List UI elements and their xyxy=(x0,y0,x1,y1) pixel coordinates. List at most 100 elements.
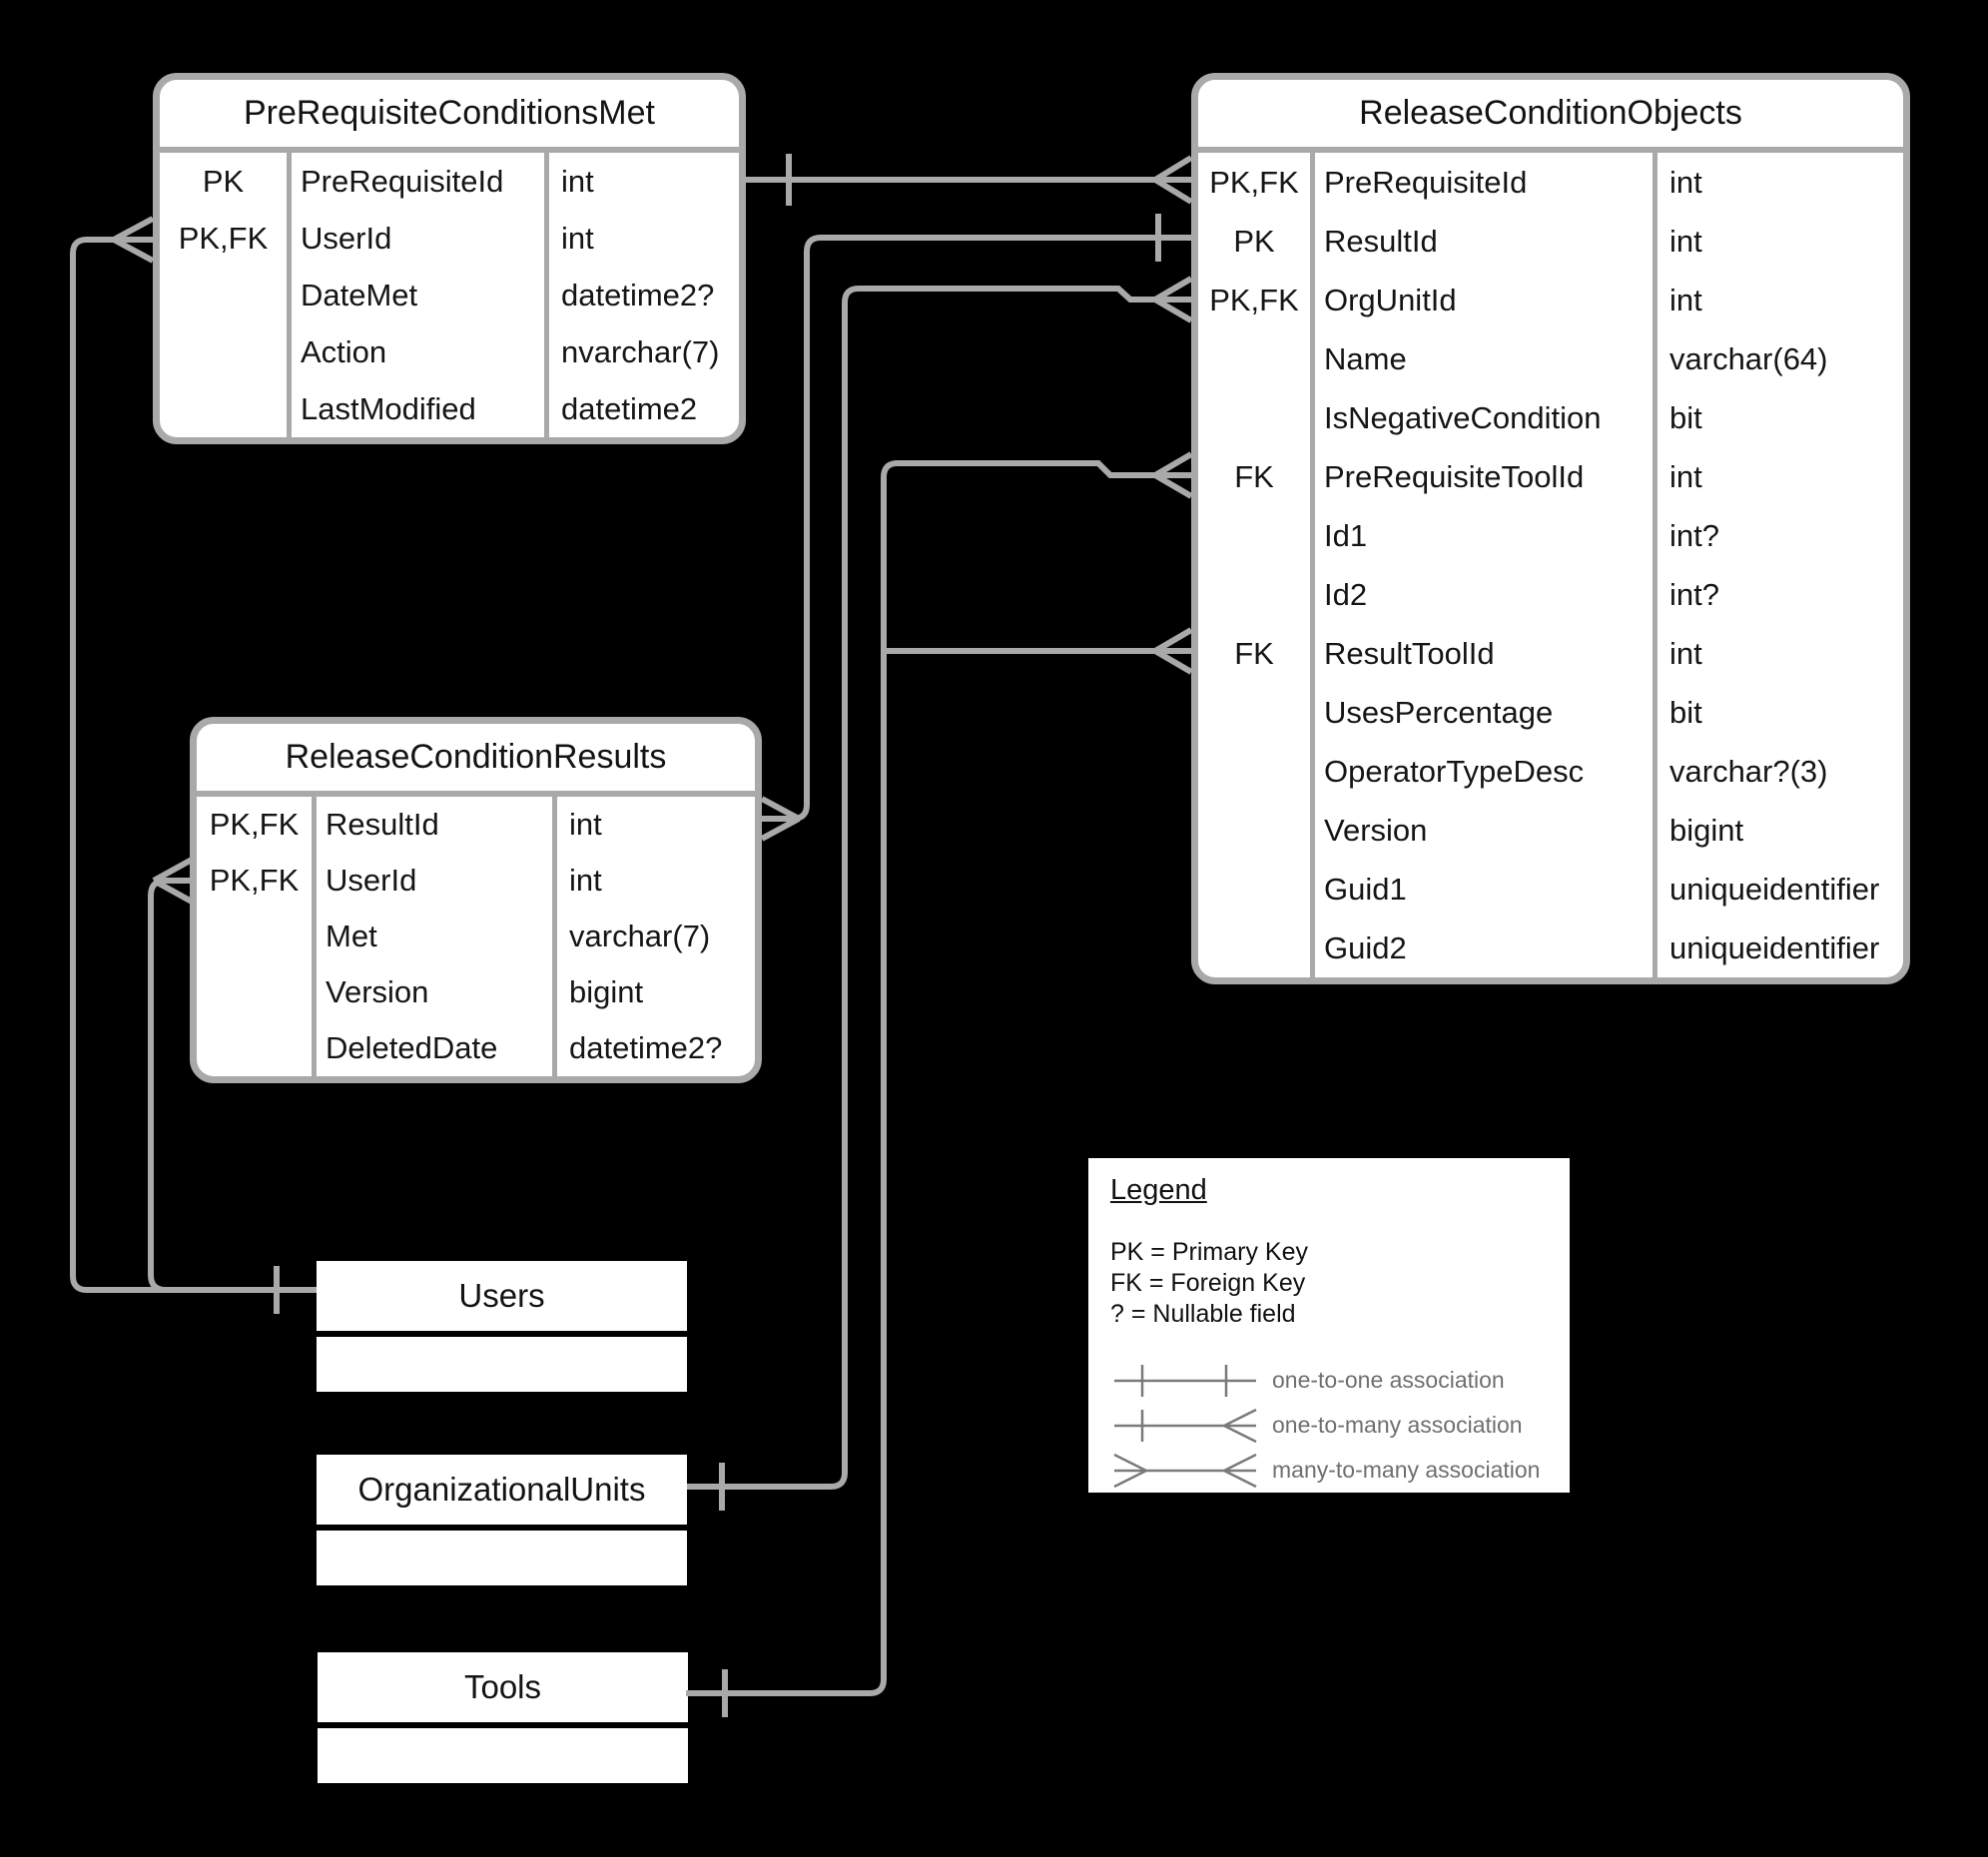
key-cell xyxy=(1198,919,1310,977)
field-name-cell: DateMet xyxy=(301,278,418,312)
field-type-cell: int? xyxy=(1669,577,1719,612)
one-to-one-icon xyxy=(1114,1364,1256,1397)
legend-association-label: many-to-many association xyxy=(1272,1457,1541,1483)
legend-abbreviation: FK = Foreign Key xyxy=(1110,1269,1306,1297)
field-type-cell: bigint xyxy=(569,974,644,1009)
key-cell: PK,FK xyxy=(1209,165,1299,200)
legend-abbreviation: ? = Nullable field xyxy=(1110,1300,1296,1328)
field-type-cell: uniqueidentifier xyxy=(1669,930,1880,965)
table-title: PreRequisiteConditionsMet xyxy=(244,94,655,132)
field-name-cell: UserId xyxy=(326,863,417,898)
field-type-cell: bit xyxy=(1669,695,1702,730)
entity-title: Tools xyxy=(318,1652,688,1722)
key-cell xyxy=(1198,388,1310,447)
field-type-cell: int xyxy=(569,807,602,842)
entity-users: Users xyxy=(317,1261,687,1392)
key-column: PK PK,FK xyxy=(160,153,292,437)
key-cell xyxy=(1198,506,1310,565)
field-name-cell: DeletedDate xyxy=(326,1030,498,1065)
field-type-cell: int xyxy=(561,164,594,199)
field-type-cell: datetime2? xyxy=(561,278,715,312)
crow-foot-icon xyxy=(1153,627,1193,675)
key-cell: PK,FK xyxy=(178,221,269,256)
key-cell xyxy=(1198,565,1310,624)
field-type-column: int int varchar(7) bigint datetime2? xyxy=(557,797,755,1076)
field-type-cell: varchar(64) xyxy=(1669,341,1828,376)
entity-title: Users xyxy=(317,1261,687,1331)
key-cell xyxy=(1198,742,1310,801)
field-name-cell: Met xyxy=(326,919,377,953)
key-cell: PK,FK xyxy=(1209,283,1299,317)
field-type-cell: varchar?(3) xyxy=(1669,754,1828,789)
legend-abbreviations: PK = Primary Key FK = Foreign Key ? = Null… xyxy=(1110,1237,1570,1330)
crow-foot-icon xyxy=(1153,155,1193,205)
table-title: ReleaseConditionResults xyxy=(285,738,667,776)
legend-association-label: one-to-one association xyxy=(1272,1367,1505,1393)
entity-body xyxy=(318,1728,688,1783)
field-type-cell: int xyxy=(561,221,594,256)
legend-title: Legend xyxy=(1110,1174,1207,1206)
field-type-cell: nvarchar(7) xyxy=(561,334,720,369)
field-name-cell: PreRequisiteToolId xyxy=(1324,459,1585,494)
field-name-cell: Name xyxy=(1324,341,1407,376)
key-cell: PK xyxy=(202,164,245,199)
key-cell xyxy=(197,909,312,964)
key-cell xyxy=(1198,801,1310,860)
legend-association-row: one-to-one association xyxy=(1110,1358,1570,1403)
field-name-cell: UsesPercentage xyxy=(1324,695,1554,730)
field-type-cell: bit xyxy=(1669,400,1702,435)
crow-foot-icon xyxy=(1153,451,1193,499)
key-cell: PK,FK xyxy=(209,807,300,842)
field-type-cell: uniqueidentifier xyxy=(1669,872,1880,907)
key-cell: FK xyxy=(1234,636,1274,671)
field-name-cell: ResultToolId xyxy=(1324,636,1495,671)
many-to-many-icon xyxy=(1113,1453,1257,1488)
key-cell xyxy=(160,380,287,437)
legend-association-label: one-to-many association xyxy=(1272,1412,1523,1438)
field-type-cell: datetime2? xyxy=(569,1030,723,1065)
field-name-cell: OperatorTypeDesc xyxy=(1324,754,1585,789)
field-type-cell: int? xyxy=(1669,518,1719,553)
key-cell xyxy=(160,267,287,323)
field-type-cell: int xyxy=(1669,636,1702,671)
key-cell xyxy=(160,323,287,380)
field-type-cell: int xyxy=(1669,459,1702,494)
field-name-cell: UserId xyxy=(301,221,392,256)
field-type-cell: int xyxy=(1669,165,1702,200)
crow-foot-icon xyxy=(1153,276,1193,323)
legend-association-row: one-to-many association xyxy=(1110,1403,1570,1448)
entity-tools: Tools xyxy=(318,1652,688,1783)
entity-body xyxy=(317,1337,687,1392)
table-title: ReleaseConditionObjects xyxy=(1359,94,1742,132)
key-cell xyxy=(197,1020,312,1076)
field-name-cell: PreRequisiteId xyxy=(1324,165,1528,200)
legend-panel: Legend PK = Primary Key FK = Foreign Key?… xyxy=(1088,1158,1570,1493)
field-name-cell: Guid2 xyxy=(1324,930,1407,965)
key-cell: PK xyxy=(1233,224,1275,259)
crow-foot-icon xyxy=(112,216,155,264)
key-cell xyxy=(1198,860,1310,919)
field-name-cell: Guid1 xyxy=(1324,872,1407,907)
entity-body xyxy=(317,1531,687,1585)
field-type-cell: int xyxy=(569,863,602,898)
entity-organizationalunits: OrganizationalUnits xyxy=(317,1455,687,1585)
field-name-cell: Version xyxy=(326,974,429,1009)
legend-associations: one-to-one association one-to-many associ… xyxy=(1110,1358,1570,1493)
field-type-cell: varchar(7) xyxy=(569,919,711,953)
entity-title: OrganizationalUnits xyxy=(317,1455,687,1525)
key-cell xyxy=(197,964,312,1020)
legend-abbreviation: PK = Primary Key xyxy=(1110,1238,1308,1266)
